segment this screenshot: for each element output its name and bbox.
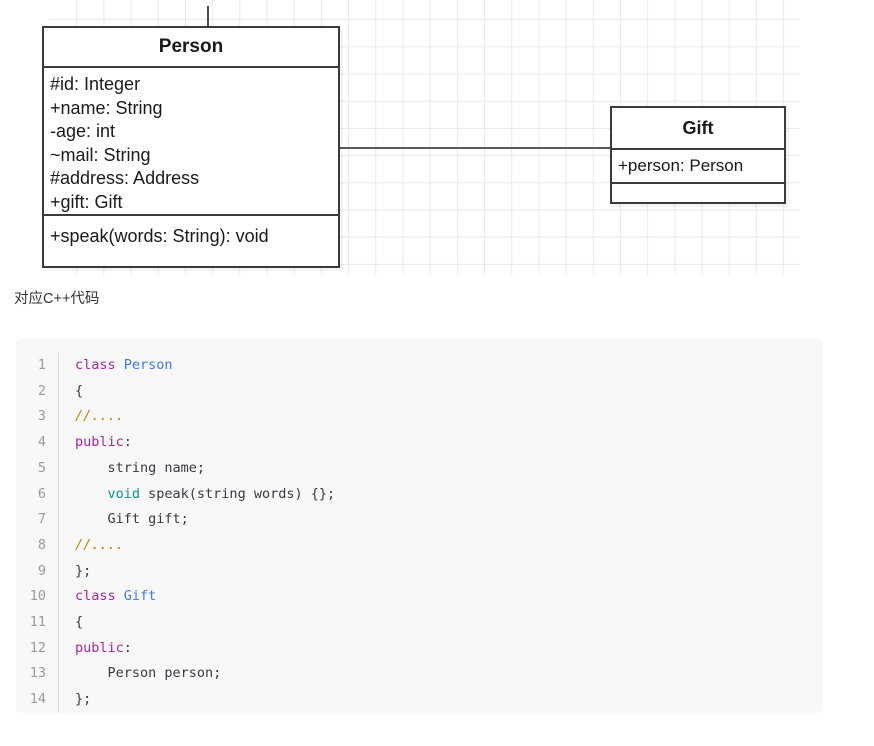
code-token-keyword: public <box>75 434 124 451</box>
uml-class-person-attributes: #id: Integer +name: String -age: int ~ma… <box>44 66 338 214</box>
code-token-plain <box>75 486 108 502</box>
code-token-plain: }; <box>75 691 92 708</box>
code-line: 13 Person person; <box>16 661 823 688</box>
code-token-keyword: class <box>75 357 124 373</box>
uml-class-gift-methods <box>612 182 784 202</box>
uml-class-diagram: Person #id: Integer +name: String -age: … <box>0 0 874 278</box>
code-token-plain: Person person; <box>75 665 222 682</box>
line-number: 10 <box>29 588 46 605</box>
code-line: 14}; <box>16 687 823 713</box>
code-line: 6 void speak(string words) {}; <box>16 481 823 508</box>
line-content: //.... <box>58 404 823 431</box>
line-number: 4 <box>37 434 46 451</box>
line-content: //.... <box>58 532 823 559</box>
line-number: 1 <box>37 357 46 373</box>
top-connector-stub <box>207 6 209 26</box>
uml-attribute-row: #id: Integer <box>50 74 141 94</box>
code-line: 8 //.... <box>16 532 823 559</box>
uml-class-person-methods: +speak(words: String): void <box>44 214 338 266</box>
line-number: 6 <box>37 485 46 502</box>
code-line: 7 Gift gift; <box>16 507 823 533</box>
uml-class-person[interactable]: Person #id: Integer +name: String -age: … <box>42 26 340 268</box>
code-line: 3 //.... <box>16 404 823 431</box>
uml-attribute-row: ~mail: String <box>50 144 151 165</box>
code-token-plain: : <box>123 434 132 451</box>
uml-attribute-row: #address: Address <box>50 168 200 188</box>
code-token-keyword: public <box>75 639 124 656</box>
line-content: Gift gift; <box>58 507 823 533</box>
code-token-keyword: class <box>75 588 124 605</box>
code-token-comment: //.... <box>75 536 124 553</box>
code-token-plain: string name; <box>75 459 206 476</box>
line-content: class Gift <box>58 584 823 611</box>
line-number: 7 <box>37 511 46 528</box>
line-content: public: <box>58 635 823 662</box>
uml-attribute-row: +name: String <box>50 97 163 118</box>
code-line: 1 class Person <box>16 353 823 379</box>
line-content: void speak(string words) {}; <box>58 481 823 508</box>
code-token-type: Gift <box>123 588 157 605</box>
line-number: 8 <box>37 536 46 553</box>
uml-class-gift-attributes: +person: Person <box>612 148 784 182</box>
code-token-builtin: void <box>107 485 141 502</box>
code-token-plain: }; <box>75 562 92 579</box>
uml-attribute-row: +gift: Gift <box>50 191 123 212</box>
line-content: public: <box>58 430 823 456</box>
line-content: }; <box>58 558 823 585</box>
line-content: { <box>58 378 823 405</box>
code-line: 9}; <box>16 558 823 585</box>
line-content: { <box>58 610 823 636</box>
code-token-type: Person <box>123 357 173 373</box>
code-line: 5 string name; <box>16 455 823 482</box>
line-number: 2 <box>37 382 46 399</box>
code-token-comment: //.... <box>75 408 124 425</box>
code-line: 4 public: <box>16 430 823 456</box>
uml-class-person-title: Person <box>158 36 224 57</box>
code-token-plain: : <box>123 639 132 656</box>
line-content: Person person; <box>58 661 823 688</box>
code-token-plain: Gift gift; <box>75 511 189 528</box>
uml-attribute-row: -age: int <box>50 121 116 141</box>
uml-method-row: +speak(words: String): void <box>50 226 269 246</box>
uml-class-gift-title: Gift <box>682 118 714 138</box>
line-content: }; <box>58 687 823 713</box>
code-line: 10 class Gift <box>16 584 823 611</box>
code-token-plain: speak(string words) {}; <box>140 485 336 502</box>
uml-attribute-row: +person: Person <box>618 156 744 175</box>
code-line: 12 public: <box>16 635 823 662</box>
line-number: 13 <box>29 665 46 682</box>
line-content: class Person <box>58 353 823 379</box>
line-number: 14 <box>29 691 46 708</box>
line-number: 12 <box>29 639 46 656</box>
uml-class-gift[interactable]: Gift +person: Person <box>610 106 786 204</box>
line-number: 5 <box>37 459 46 476</box>
code-line: 11 { <box>16 610 823 636</box>
line-number: 9 <box>37 562 46 579</box>
line-content: string name; <box>58 455 823 482</box>
code-token-plain: { <box>75 382 84 399</box>
line-number: 11 <box>29 614 46 631</box>
code-line: 2{ <box>16 378 823 405</box>
association-connector-line <box>340 147 610 149</box>
line-number: 3 <box>37 408 46 425</box>
code-caption: 对应C++代码 <box>14 291 100 307</box>
code-token-plain: { <box>75 614 84 631</box>
